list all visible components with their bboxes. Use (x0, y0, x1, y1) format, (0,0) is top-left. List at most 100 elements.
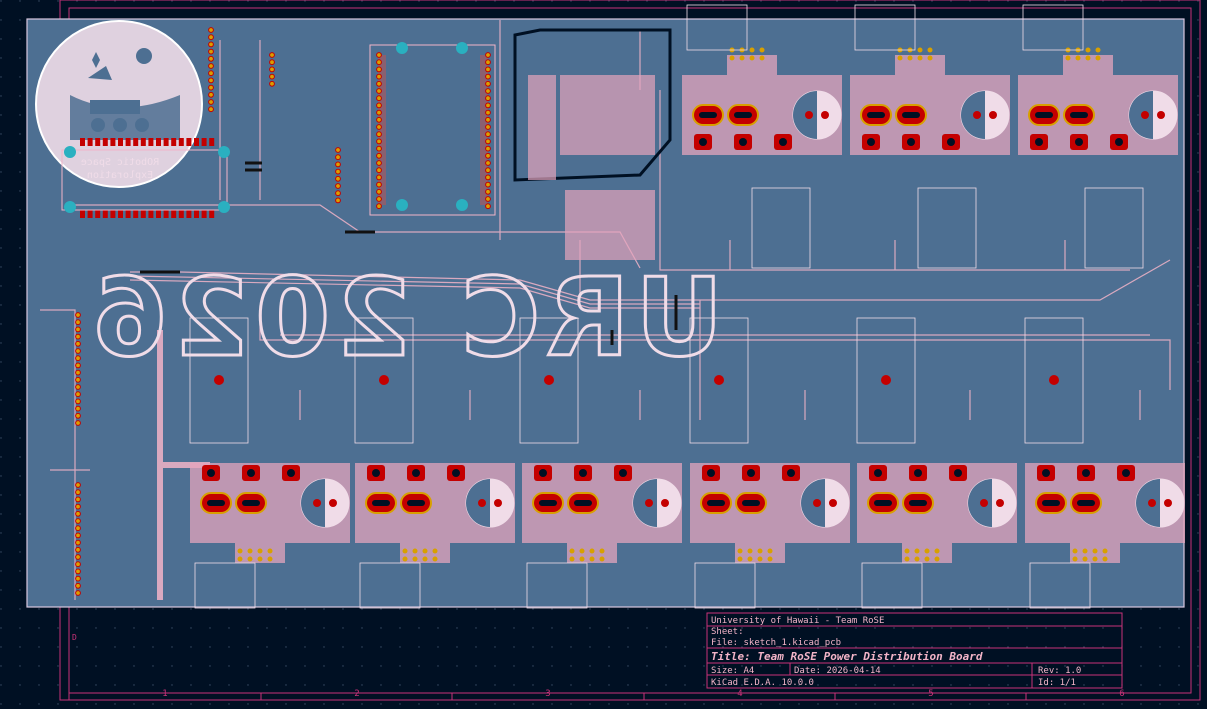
terminal-hole (372, 469, 380, 477)
connector-pin (1095, 47, 1101, 53)
connector-pin (737, 548, 743, 554)
fuse-slot (207, 500, 225, 506)
header-pin (335, 183, 341, 189)
header-pin (376, 167, 382, 174)
header-pin (75, 369, 81, 376)
connector-pin (757, 548, 763, 554)
header-pin (186, 138, 192, 146)
header-pin (75, 518, 81, 524)
header-pin (485, 174, 491, 181)
connector-pin (257, 548, 263, 554)
header-pin (95, 138, 101, 146)
frame-column-label: 4 (737, 689, 742, 699)
header-pin (75, 582, 81, 589)
header-pin (376, 145, 382, 152)
connector-pin (247, 556, 253, 562)
header-pin (75, 420, 81, 426)
header-pin (485, 138, 491, 145)
title-block-sheet: Sheet: (711, 627, 744, 637)
terminal-hole (619, 469, 627, 477)
header-pin (75, 554, 81, 560)
connector-pin (767, 556, 773, 562)
header-pin (376, 196, 382, 202)
capacitor-pad (1164, 499, 1172, 507)
header-pin (148, 210, 154, 218)
header-pin (209, 138, 215, 146)
header-pin (376, 160, 382, 166)
title-block-tool: KiCad E.D.A. 10.0.0 (711, 678, 814, 688)
connector-pin (924, 548, 930, 554)
connector-pin (412, 556, 418, 562)
output-channel (1018, 4, 1178, 155)
connector-pin (914, 556, 920, 562)
header-pin (75, 319, 81, 326)
header-pin (376, 88, 382, 94)
terminal-hole (954, 469, 962, 477)
connector-pin (402, 548, 408, 554)
capacitor-pad (996, 499, 1004, 507)
header-pin (75, 362, 81, 369)
header-pin (269, 59, 275, 66)
header-pin (201, 138, 207, 146)
header-pin (335, 175, 341, 182)
fuse-slot (372, 500, 390, 506)
header-pin (208, 48, 214, 55)
connector-pin (1092, 556, 1098, 562)
fuse-slot (1070, 112, 1088, 118)
header-pin (209, 210, 215, 218)
connector-pin (1072, 548, 1078, 554)
thick-power-trace (140, 161, 678, 345)
capacitor-pad (661, 499, 669, 507)
header-pin (376, 152, 382, 159)
header-pin (208, 91, 214, 98)
header-pin (485, 152, 491, 159)
fuse-slot (242, 500, 260, 506)
output-channel (522, 463, 682, 609)
header-pin (269, 66, 275, 73)
header-pin (133, 138, 139, 146)
connector-pin (599, 556, 605, 562)
output-channel (1025, 463, 1185, 609)
connector-pin (432, 556, 438, 562)
connector-outline (694, 562, 756, 609)
connector-outline (861, 562, 923, 609)
output-channel (355, 463, 515, 609)
terminal-hole (739, 138, 747, 146)
header-pin (75, 391, 81, 398)
connector-outline (194, 562, 256, 609)
header-pin (80, 138, 85, 146)
capacitor-pad (1157, 111, 1165, 119)
output-channels (189, 4, 1185, 609)
terminal-hole (867, 138, 875, 146)
header-pin (75, 532, 81, 539)
copper-pour (1063, 55, 1113, 75)
header-pin (178, 210, 184, 218)
header-pin (485, 52, 491, 58)
connector-pin (917, 55, 923, 61)
header-pin (75, 575, 81, 582)
header-pin (110, 138, 116, 146)
header-pin (485, 131, 491, 138)
output-channel (682, 4, 842, 155)
header-pin (208, 41, 214, 48)
header-pin (148, 138, 154, 146)
header-pin (485, 95, 491, 102)
header-pin (376, 95, 382, 102)
header-pin (335, 161, 341, 168)
fuse-slot (707, 500, 725, 506)
terminal-hole (787, 469, 795, 477)
header-pin (163, 138, 169, 146)
header-pin (194, 138, 199, 146)
capacitor-pad (813, 499, 821, 507)
header-pin (87, 210, 93, 218)
pad (714, 375, 724, 385)
header-pin (376, 52, 382, 58)
header-pin (335, 147, 341, 153)
connector-pin (402, 556, 408, 562)
terminal-hole (539, 469, 547, 477)
header-pin (208, 34, 214, 41)
connector-pin (1102, 556, 1108, 562)
header-pin (194, 210, 199, 218)
header-pin (75, 525, 81, 532)
